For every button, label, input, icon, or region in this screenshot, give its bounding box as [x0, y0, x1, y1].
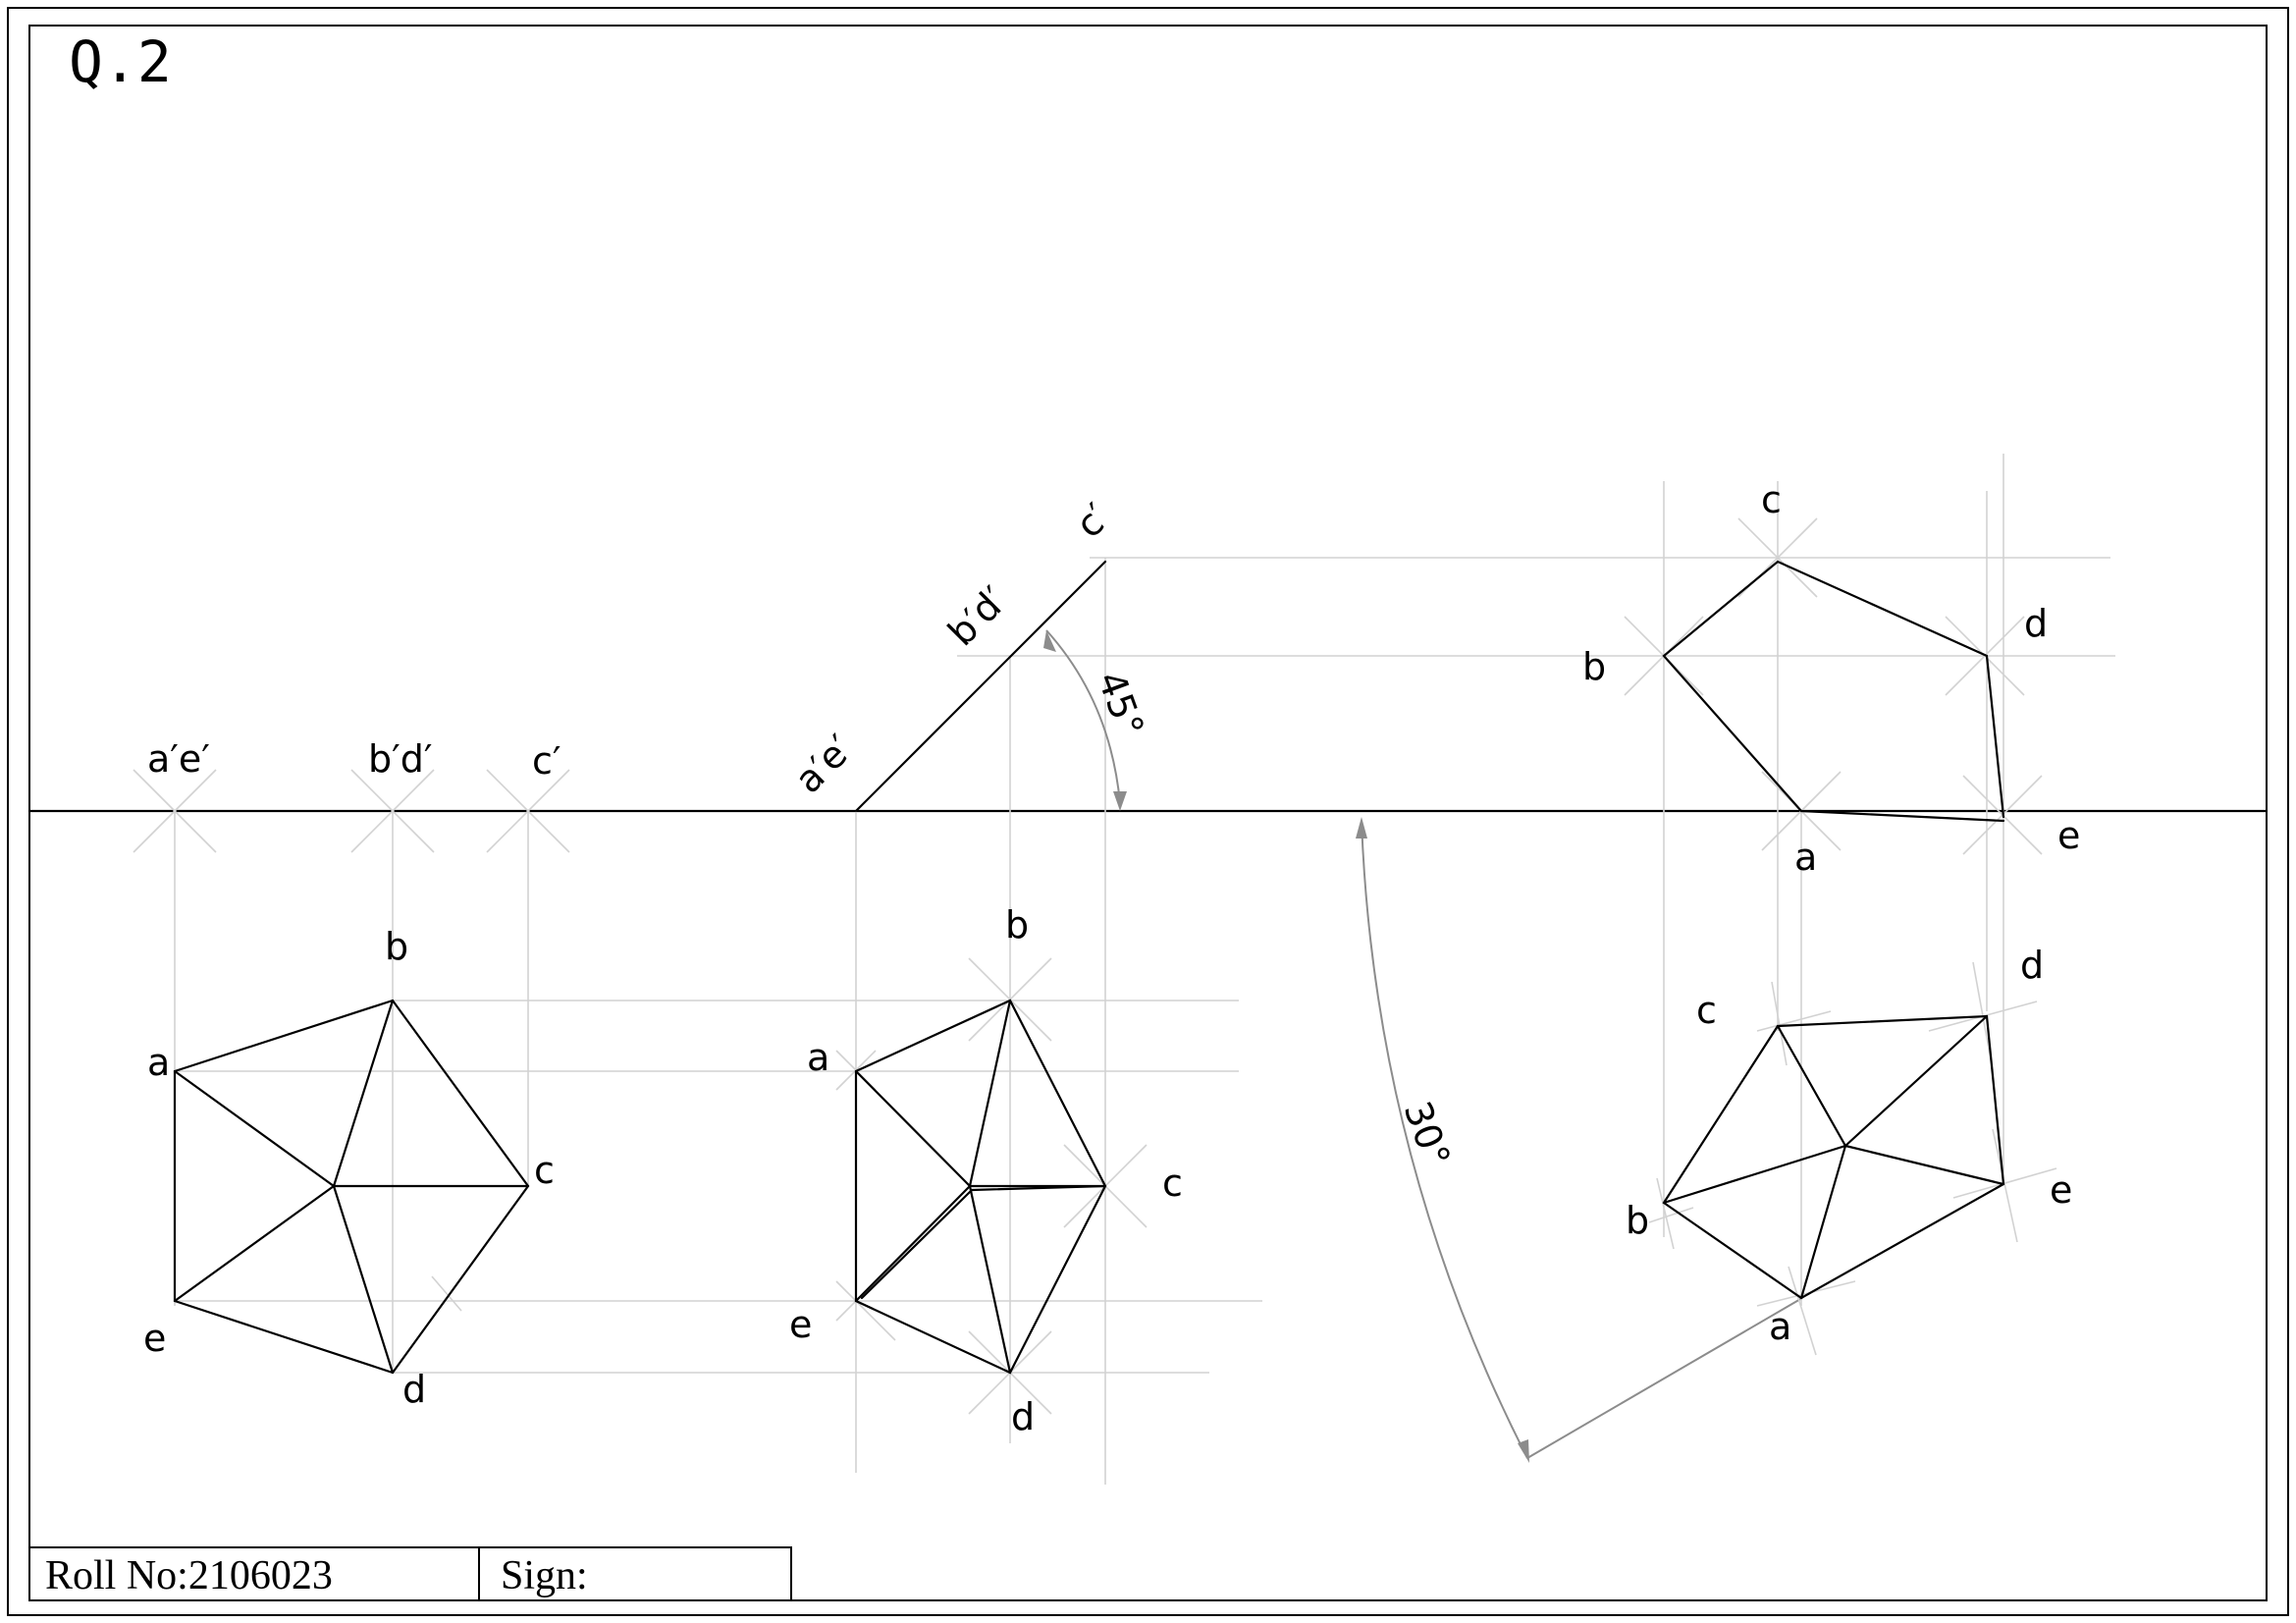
view1-top-d: d — [402, 1368, 426, 1411]
view1-top-a: a — [147, 1041, 170, 1084]
roll-no-text: Roll No:2106023 — [45, 1553, 333, 1598]
angle-45-label: 45° — [1090, 666, 1152, 742]
view3-top-e: e — [2050, 1168, 2072, 1212]
outer-border — [7, 7, 2289, 1616]
view1-label-bd: b′d′ — [368, 737, 433, 781]
view3-front-pentagon — [1662, 560, 2005, 823]
view3-top-pentagon — [1662, 1014, 2005, 1300]
view3-top-a: a — [1769, 1305, 1791, 1348]
view2-label-ae: a′e′ — [786, 727, 861, 801]
view3-front-a: a — [1794, 836, 1817, 879]
view1-top-b: b — [385, 925, 408, 968]
view1-top-e: e — [143, 1317, 166, 1360]
view3-top-d: d — [2020, 944, 2044, 987]
angle-30-dimension: 30° — [1356, 817, 1803, 1463]
view3-top-c: c — [1696, 989, 1717, 1032]
inner-border — [28, 25, 2268, 1601]
view2-top-a: a — [807, 1036, 829, 1079]
title-block: Roll No:2106023 Sign: — [28, 1546, 792, 1601]
view2-top-d: d — [1011, 1395, 1035, 1438]
view2-pentagon — [854, 999, 1107, 1375]
view-2: 45° a′e′ b′d′ c′ b a c e d — [786, 495, 2115, 1485]
view2-label-bd: b′d′ — [939, 578, 1015, 654]
view-1: a′e′ b′d′ c′ b a c e d — [133, 737, 1262, 1411]
view1-top-c: c — [534, 1149, 555, 1192]
sign-text: Sign: — [501, 1553, 588, 1598]
view3-front-c: c — [1761, 478, 1782, 521]
sign-cell — [478, 1546, 792, 1601]
view3-front-d: d — [2024, 602, 2048, 645]
view1-construction-lines — [133, 769, 1262, 1374]
view3-front-e: e — [2057, 814, 2080, 857]
view2-top-c: c — [1162, 1162, 1183, 1205]
view1-label-ae: a′e′ — [147, 737, 210, 781]
view2-angle-45-dimension: 45° — [1043, 629, 1152, 811]
view3-front-b: b — [1582, 645, 1606, 688]
view1-pentagon — [173, 999, 530, 1375]
view2-inclined-edge — [854, 560, 1107, 813]
angle-30-label: 30° — [1396, 1096, 1459, 1172]
view2-top-b: b — [1005, 903, 1029, 947]
question-number: Q.2 — [69, 28, 172, 95]
view2-top-e: e — [789, 1303, 812, 1346]
view-3: c b d a e c d e b a — [1582, 454, 2080, 1356]
view1-label-c: c′ — [532, 739, 561, 783]
view2-label-c: c′ — [1067, 495, 1118, 546]
view3-top-b: b — [1626, 1199, 1649, 1242]
view2-construction-lines — [835, 557, 2115, 1485]
